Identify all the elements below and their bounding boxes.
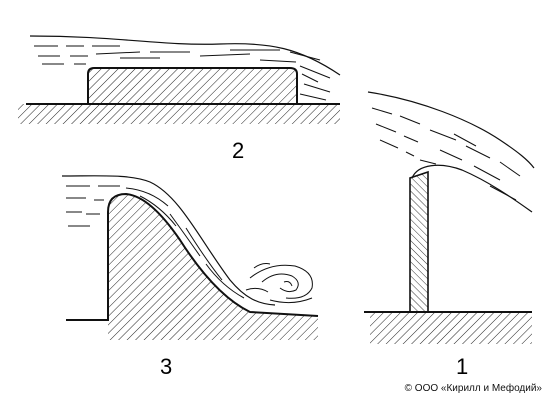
spillway-body (108, 194, 318, 340)
nappe-dashes (66, 185, 245, 299)
spillway-outline (66, 192, 319, 321)
figure-3-ogee-spillway: 3 (61, 175, 319, 379)
water-dashes (34, 45, 331, 101)
water-surface (29, 35, 341, 76)
hydraulic-jump-swirl (245, 263, 313, 304)
nappe-lower (411, 164, 533, 213)
figure-label-2: 2 (232, 138, 244, 163)
figure-label-1: 1 (456, 354, 468, 379)
figure-2-broad-crested-weir: 2 (18, 35, 341, 163)
weir-plate (409, 170, 429, 313)
copyright-notice: © ООО «Кирилл и Мефодий» (404, 383, 542, 394)
weir-block (87, 67, 298, 105)
nappe-upper (367, 91, 535, 169)
figure-1-sharp-crested-weir: 1 (364, 91, 535, 379)
ground-hatch-1 (370, 312, 532, 344)
nappe-dashes-1 (371, 107, 521, 201)
nappe-surface (61, 175, 276, 306)
figure-label-3: 3 (160, 354, 172, 379)
ground-hatch (18, 104, 340, 124)
